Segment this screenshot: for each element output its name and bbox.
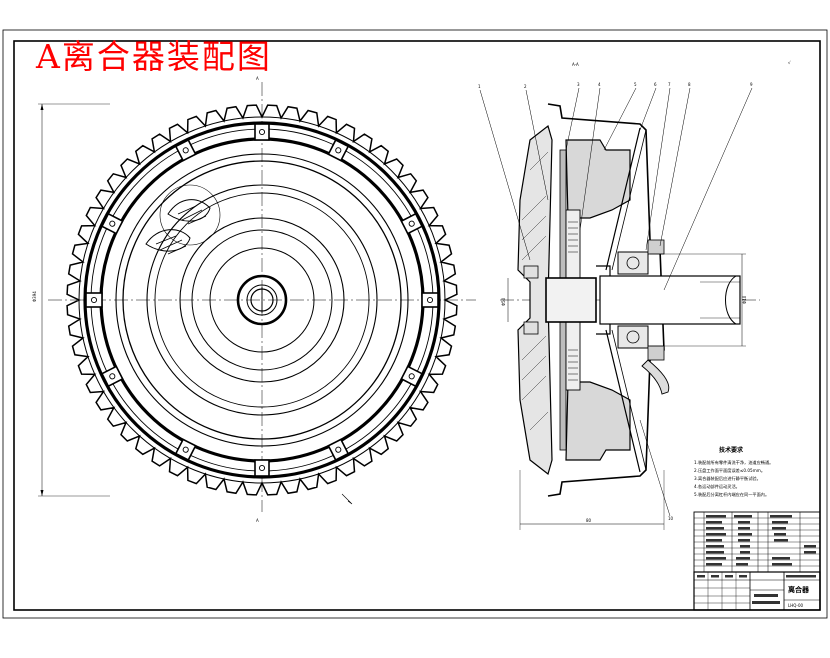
tech-req-item-5: 5.装配后分离杠杆内端应在同一平面内。 bbox=[694, 491, 769, 498]
tech-req-item-2: 2.压盘工作面平面度误差≤0.05mm。 bbox=[694, 467, 765, 474]
svg-text:A: A bbox=[256, 518, 259, 523]
part-label-9: 9 bbox=[750, 82, 753, 87]
tech-req-heading: 技术要求 bbox=[719, 446, 744, 454]
pressure-plate-upper bbox=[565, 139, 631, 219]
title-block-drawing-number: LHQ-00 bbox=[788, 603, 803, 608]
bolt-boss bbox=[400, 365, 424, 388]
bolt-boss bbox=[85, 292, 103, 308]
part-label-2: 2 bbox=[524, 84, 527, 89]
bolt-boss bbox=[327, 438, 350, 462]
cover-bolt-bosses bbox=[85, 123, 439, 477]
title-block-drawing-name: 离合器 bbox=[788, 585, 810, 594]
part-label-8: 8 bbox=[688, 82, 691, 87]
svg-text:A-A: A-A bbox=[572, 62, 579, 67]
tech-req-item-4: 4.各运动部件运动灵活。 bbox=[694, 483, 740, 490]
part-label-5: 5 bbox=[634, 82, 637, 87]
part-label-1: 1 bbox=[478, 84, 481, 89]
tech-req-item-3: 3.离合器装配后应进行静平衡试验。 bbox=[694, 475, 761, 482]
bolt-boss bbox=[327, 138, 350, 162]
part-label-7: 7 bbox=[668, 82, 671, 87]
svg-text:Φ394: Φ394 bbox=[32, 291, 37, 302]
bolt-boss bbox=[400, 212, 424, 235]
input-shaft bbox=[599, 275, 741, 325]
svg-text:80: 80 bbox=[586, 518, 592, 523]
bolt-boss bbox=[100, 212, 124, 235]
part-number-labels: 1 2 3 4 5 6 7 8 9 10 bbox=[478, 82, 753, 521]
drawing-title: A离合器装配图 bbox=[36, 37, 272, 76]
parts-list bbox=[693, 511, 821, 573]
svg-text:Φ40: Φ40 bbox=[742, 295, 747, 304]
bolt-boss bbox=[421, 292, 439, 308]
section-view: 80 Φ50 Φ40 A-A √ bbox=[479, 60, 791, 530]
flywheel-section bbox=[517, 124, 553, 476]
release-lever-windows bbox=[145, 184, 221, 255]
tech-req-item-1: 1.装配前所有零件清洗干净，油道应畅通。 bbox=[694, 459, 773, 466]
svg-text:√: √ bbox=[788, 60, 791, 65]
bolt-boss bbox=[174, 438, 197, 462]
svg-text:A: A bbox=[256, 76, 259, 81]
bolt-boss bbox=[254, 123, 270, 141]
svg-text:Φ50: Φ50 bbox=[501, 297, 506, 306]
part-label-6: 6 bbox=[654, 82, 657, 87]
bolt-boss bbox=[254, 459, 270, 477]
splined-hub bbox=[545, 277, 597, 323]
inner-border bbox=[13, 40, 821, 611]
title-block: 离合器 LHQ-00 bbox=[693, 571, 821, 611]
bolt-boss bbox=[100, 365, 124, 388]
part-label-3: 3 bbox=[577, 82, 580, 87]
outer-border bbox=[2, 29, 828, 619]
technical-requirements: 技术要求 1.装配前所有零件清洗干净，油道应畅通。 2.压盘工作面平面度误差≤0… bbox=[694, 446, 773, 498]
bolt-boss bbox=[174, 138, 197, 162]
part-label-10: 10 bbox=[668, 516, 674, 521]
part-label-4: 4 bbox=[598, 82, 601, 87]
pressure-plate-lower bbox=[565, 381, 631, 461]
front-view: Φ394 A A bbox=[32, 76, 476, 523]
